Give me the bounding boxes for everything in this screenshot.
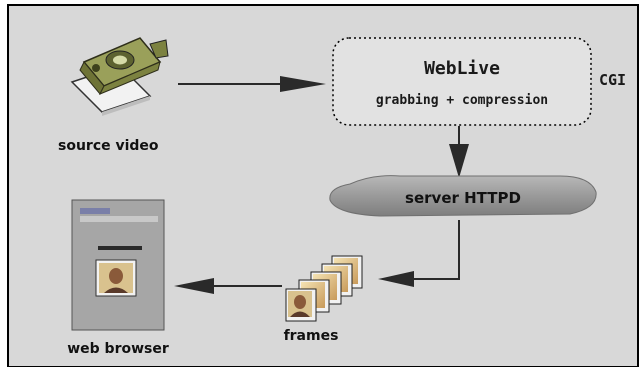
server-httpd-label: server HTTPD bbox=[405, 189, 521, 207]
arrow-server-to-frames bbox=[378, 220, 460, 287]
web-browser-label: web browser bbox=[67, 341, 169, 357]
arrow-source-to-weblive bbox=[178, 76, 326, 92]
weblive-title: WebLive bbox=[424, 58, 500, 79]
weblive-box bbox=[332, 37, 592, 126]
server-httpd-pill bbox=[329, 175, 597, 217]
frames-label: frames bbox=[284, 328, 339, 344]
source-video-label: source video bbox=[58, 138, 159, 154]
camera-icon bbox=[70, 37, 169, 116]
frames-stack bbox=[285, 255, 363, 322]
cgi-label: CGI bbox=[599, 71, 626, 89]
arrow-frames-to-browser bbox=[174, 278, 282, 294]
arrow-weblive-to-server bbox=[449, 126, 469, 178]
web-browser-icon bbox=[71, 199, 165, 331]
weblive-subtitle: grabbing + compression bbox=[376, 93, 548, 108]
